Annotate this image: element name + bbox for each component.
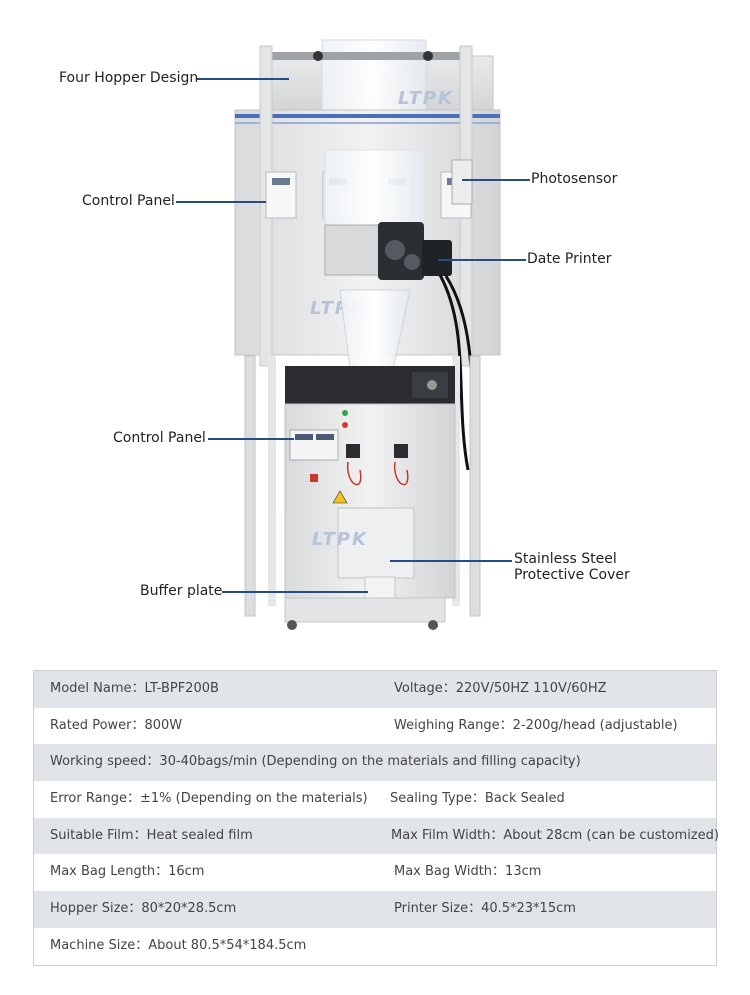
spec-row: Error Range：±1% (Depending on the materi… <box>34 781 716 818</box>
spec-hopper-size: Hopper Size：80*20*28.5cm <box>50 901 237 917</box>
warning-sign <box>332 490 348 504</box>
callout-date-printer: Date Printer <box>527 251 612 267</box>
buffer-plate <box>364 576 396 600</box>
leader-date-printer <box>438 259 526 261</box>
forming-rollers <box>324 224 386 276</box>
callout-buffer-plate: Buffer plate <box>140 583 223 599</box>
leg-right-inner <box>452 356 460 606</box>
main-display-1 <box>295 434 313 440</box>
protective-cover <box>337 507 415 579</box>
leg-left-outer <box>244 355 256 617</box>
caster-right <box>428 620 438 630</box>
printer-wheel-2 <box>404 254 420 270</box>
display-screen-1 <box>272 178 290 185</box>
printer-motor <box>422 240 452 276</box>
spec-rated-power: Rated Power：800W <box>50 717 183 733</box>
blue-stripe-thin <box>235 122 500 124</box>
shaft-knob-left <box>313 51 323 61</box>
spec-max-bag-width: Max Bag Width：13cm <box>394 864 542 880</box>
leg-right-outer <box>469 355 481 617</box>
spec-row: Working speed：30-40bags/min (Depending o… <box>34 744 716 782</box>
shaft-knob-right <box>423 51 433 61</box>
emergency-button <box>310 474 318 482</box>
sealer-block-left <box>346 444 360 458</box>
leader-buffer-plate <box>222 591 368 593</box>
spec-weighing-range: Weighing Range：2-200g/head (adjustable) <box>394 717 678 733</box>
leader-control-panel-top <box>176 201 266 203</box>
packing-machine-illustration: LTPK LTPK <box>234 39 501 630</box>
leader-four-hopper <box>197 78 289 80</box>
leader-protective-cover <box>390 560 512 562</box>
watermark-bottom: LTPK <box>312 529 368 550</box>
caster-left <box>287 620 297 630</box>
spec-row: Suitable Film：Heat sealed film Max Film … <box>34 817 719 855</box>
spec-voltage: Voltage：220V/50HZ 110V/60HZ <box>394 681 607 696</box>
red-indicator <box>342 422 348 428</box>
roll-shaft <box>272 52 468 60</box>
spec-machine-size: Machine Size：About 80.5*54*184.5cm <box>50 937 307 953</box>
spec-row: Machine Size：About 80.5*54*184.5cm <box>34 928 716 965</box>
spec-max-film-width: Max Film Width：About 28cm (can be custom… <box>391 827 719 843</box>
power-knob <box>427 380 437 390</box>
spec-row: Model Name：LT-BPF200B Voltage：220V/50HZ … <box>34 671 716 708</box>
blue-stripe <box>235 114 500 118</box>
machine-base <box>284 597 446 623</box>
callout-control-panel-bottom: Control Panel <box>113 430 206 446</box>
spec-sealing-type: Sealing Type：Back Sealed <box>390 791 565 807</box>
spec-printer-size: Printer Size：40.5*23*15cm <box>394 901 576 917</box>
watermark-top: LTPK <box>398 88 454 109</box>
printer-wheel-1 <box>385 240 405 260</box>
leg-left-inner <box>268 356 276 606</box>
spec-row: Hopper Size：80*20*28.5cm Printer Size：40… <box>34 891 716 928</box>
main-display-2 <box>316 434 334 440</box>
callout-four-hopper: Four Hopper Design <box>59 70 199 86</box>
printer-cable-1 <box>438 274 470 471</box>
spec-row: Rated Power：800W Weighing Range：2-200g/h… <box>34 708 716 745</box>
heater-wire-right <box>394 461 409 486</box>
spec-table: Model Name：LT-BPF200B Voltage：220V/50HZ … <box>33 670 719 966</box>
callout-photosensor: Photosensor <box>531 171 618 187</box>
spec-row: Max Bag Length：16cm Max Bag Width：13cm <box>34 854 716 891</box>
spec-suitable-film: Suitable Film：Heat sealed film <box>50 827 253 843</box>
leader-control-panel-bottom <box>208 438 294 440</box>
spec-working-speed: Working speed：30-40bags/min (Depending o… <box>50 754 581 770</box>
callout-cover-line2: Protective Cover <box>514 567 630 583</box>
callout-control-panel-top: Control Panel <box>82 193 175 209</box>
leader-photosensor <box>462 179 530 181</box>
photosensor-unit <box>451 159 473 205</box>
callout-cover-line1: Stainless Steel <box>514 551 617 567</box>
sealer-block-right <box>394 444 408 458</box>
spec-max-bag-length: Max Bag Length：16cm <box>50 864 205 880</box>
heater-wire-left <box>347 461 362 486</box>
green-indicator <box>342 410 348 416</box>
spec-error-range: Error Range：±1% (Depending on the materi… <box>50 791 368 807</box>
machine-figure: LTPK LTPK <box>59 39 630 630</box>
spec-model-name: Model Name：LT-BPF200B <box>50 681 219 696</box>
